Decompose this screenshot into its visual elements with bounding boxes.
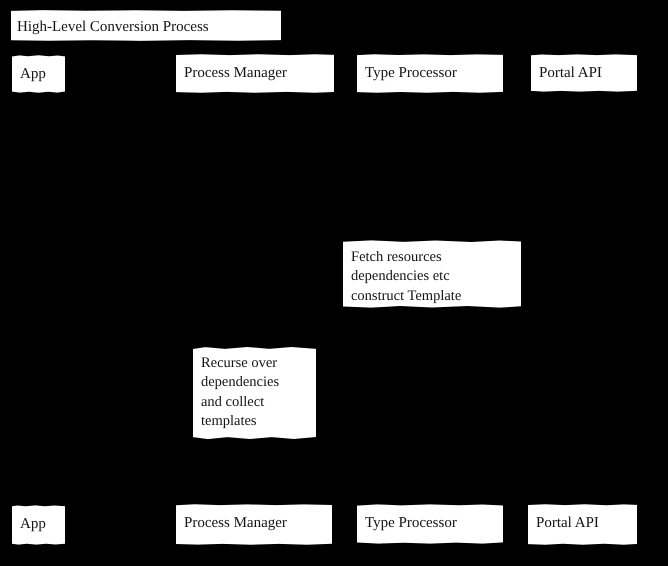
participant-head-portal-api[interactable]: Portal API — [531, 54, 637, 92]
lifeline-portal-api — [584, 92, 585, 504]
participant-foot-type-processor[interactable]: Type Processor — [357, 504, 503, 544]
note-text: Recurse over dependencies and collect te… — [201, 355, 280, 429]
diagram-title-box: High-Level Conversion Process — [11, 10, 281, 41]
participant-foot-portal-api[interactable]: Portal API — [528, 504, 637, 545]
lifeline-app — [38, 92, 39, 505]
lifeline-process-manager — [255, 93, 256, 504]
participant-head-process-manager[interactable]: Process Manager — [176, 54, 334, 93]
participant-label: App — [20, 516, 46, 532]
note-text: Fetch resources dependencies etc constru… — [351, 249, 462, 304]
participant-label: Process Manager — [184, 65, 287, 81]
participant-label: App — [20, 66, 46, 82]
participant-label: Portal API — [536, 515, 599, 531]
participant-foot-process-manager[interactable]: Process Manager — [176, 504, 332, 545]
participant-label: Process Manager — [184, 515, 287, 531]
diagram-title-text: High-Level Conversion Process — [17, 19, 209, 35]
participant-foot-app[interactable]: App — [12, 505, 65, 545]
note-fetch-resources[interactable]: Fetch resources dependencies etc constru… — [343, 240, 521, 308]
participant-head-app[interactable]: App — [12, 55, 65, 93]
participant-label: Type Processor — [365, 515, 457, 531]
note-recurse-dependencies[interactable]: Recurse over dependencies and collect te… — [193, 346, 316, 440]
participant-label: Type Processor — [365, 65, 457, 81]
participant-head-type-processor[interactable]: Type Processor — [357, 54, 503, 93]
participant-label: Portal API — [539, 65, 602, 81]
